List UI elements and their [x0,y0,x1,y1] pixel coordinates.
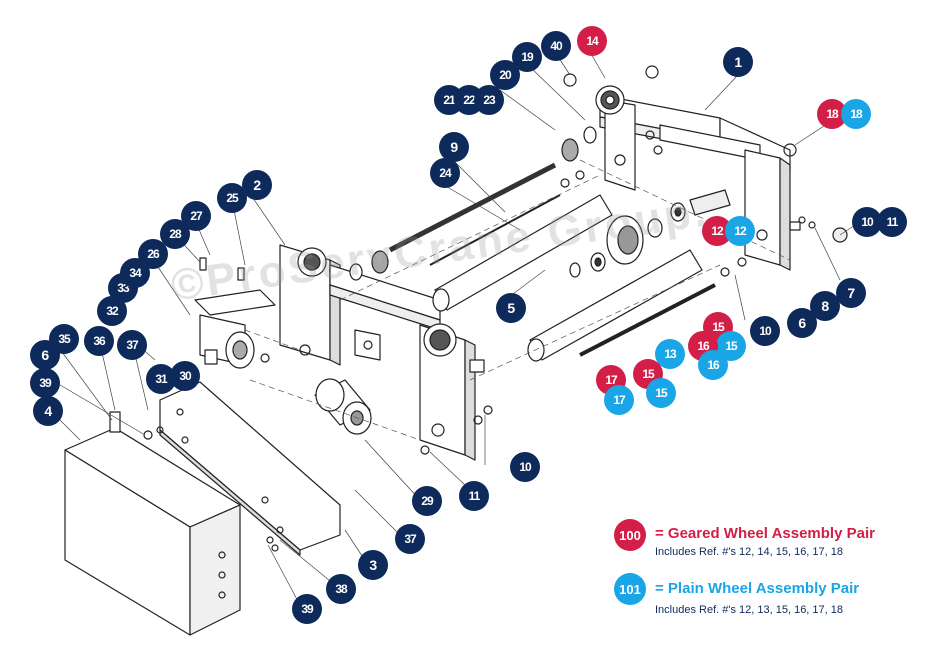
legend-badge-geared: 100 [614,519,646,551]
callout-37-left[interactable]: 37 [117,330,147,360]
callout-15-plain-b[interactable]: 15 [646,378,676,408]
callout-11-right[interactable]: 11 [877,207,907,237]
callout-31[interactable]: 31 [146,364,176,394]
callout-8[interactable]: 8 [810,291,840,321]
gearbox [194,289,276,369]
motor [314,378,372,435]
callout-9[interactable]: 9 [439,132,469,162]
callout-1[interactable]: 1 [723,47,753,77]
legend-note-geared: Includes Ref. #'s 12, 14, 15, 16, 17, 18 [655,546,844,558]
callout-40[interactable]: 40 [541,31,571,61]
frame-left [279,244,441,366]
callout-16-plain[interactable]: 16 [698,350,728,380]
callout-38[interactable]: 38 [326,574,356,604]
callout-17-plain[interactable]: 17 [604,385,634,415]
callout-25[interactable]: 25 [217,183,247,213]
legend-title-plain: = Plain Wheel Assembly Pair [655,580,860,597]
callout-12-plain[interactable]: 12 [725,216,755,246]
callout-24[interactable]: 24 [430,158,460,188]
enclosure [64,427,241,636]
frame-main [595,85,791,271]
frame-front-upright [419,323,485,461]
callout-23[interactable]: 23 [474,85,504,115]
callout-3[interactable]: 3 [358,550,388,580]
callout-35[interactable]: 35 [49,324,79,354]
callout-29[interactable]: 29 [412,486,442,516]
callout-32[interactable]: 32 [97,296,127,326]
callout-34[interactable]: 34 [120,258,150,288]
legend-title-geared: = Geared Wheel Assembly Pair [655,525,875,542]
leader-lines [54,51,856,606]
callout-6-left[interactable]: 6 [30,340,60,370]
callout-4[interactable]: 4 [33,396,63,426]
callout-37-right[interactable]: 37 [395,524,425,554]
legend-note-plain: Includes Ref. #'s 12, 13, 15, 16, 17, 18 [655,604,844,616]
callout-18-plain[interactable]: 18 [841,99,871,129]
callout-36[interactable]: 36 [84,326,114,356]
callout-14[interactable]: 14 [577,26,607,56]
legend-badge-plain: 101 [614,573,646,605]
callout-20[interactable]: 20 [490,60,520,90]
hardware [109,130,816,552]
callout-10-mid[interactable]: 10 [750,316,780,346]
callout-28[interactable]: 28 [160,219,190,249]
callout-39-left[interactable]: 39 [30,368,60,398]
callout-10-bottom[interactable]: 10 [510,452,540,482]
callout-39-bottom[interactable]: 39 [292,594,322,624]
callout-2[interactable]: 2 [242,170,272,200]
wheels-bearings [349,65,848,281]
callout-11-bottom[interactable]: 11 [459,481,489,511]
callout-5[interactable]: 5 [496,293,526,323]
dashed-alignment-lines [244,159,791,441]
callout-7[interactable]: 7 [836,278,866,308]
